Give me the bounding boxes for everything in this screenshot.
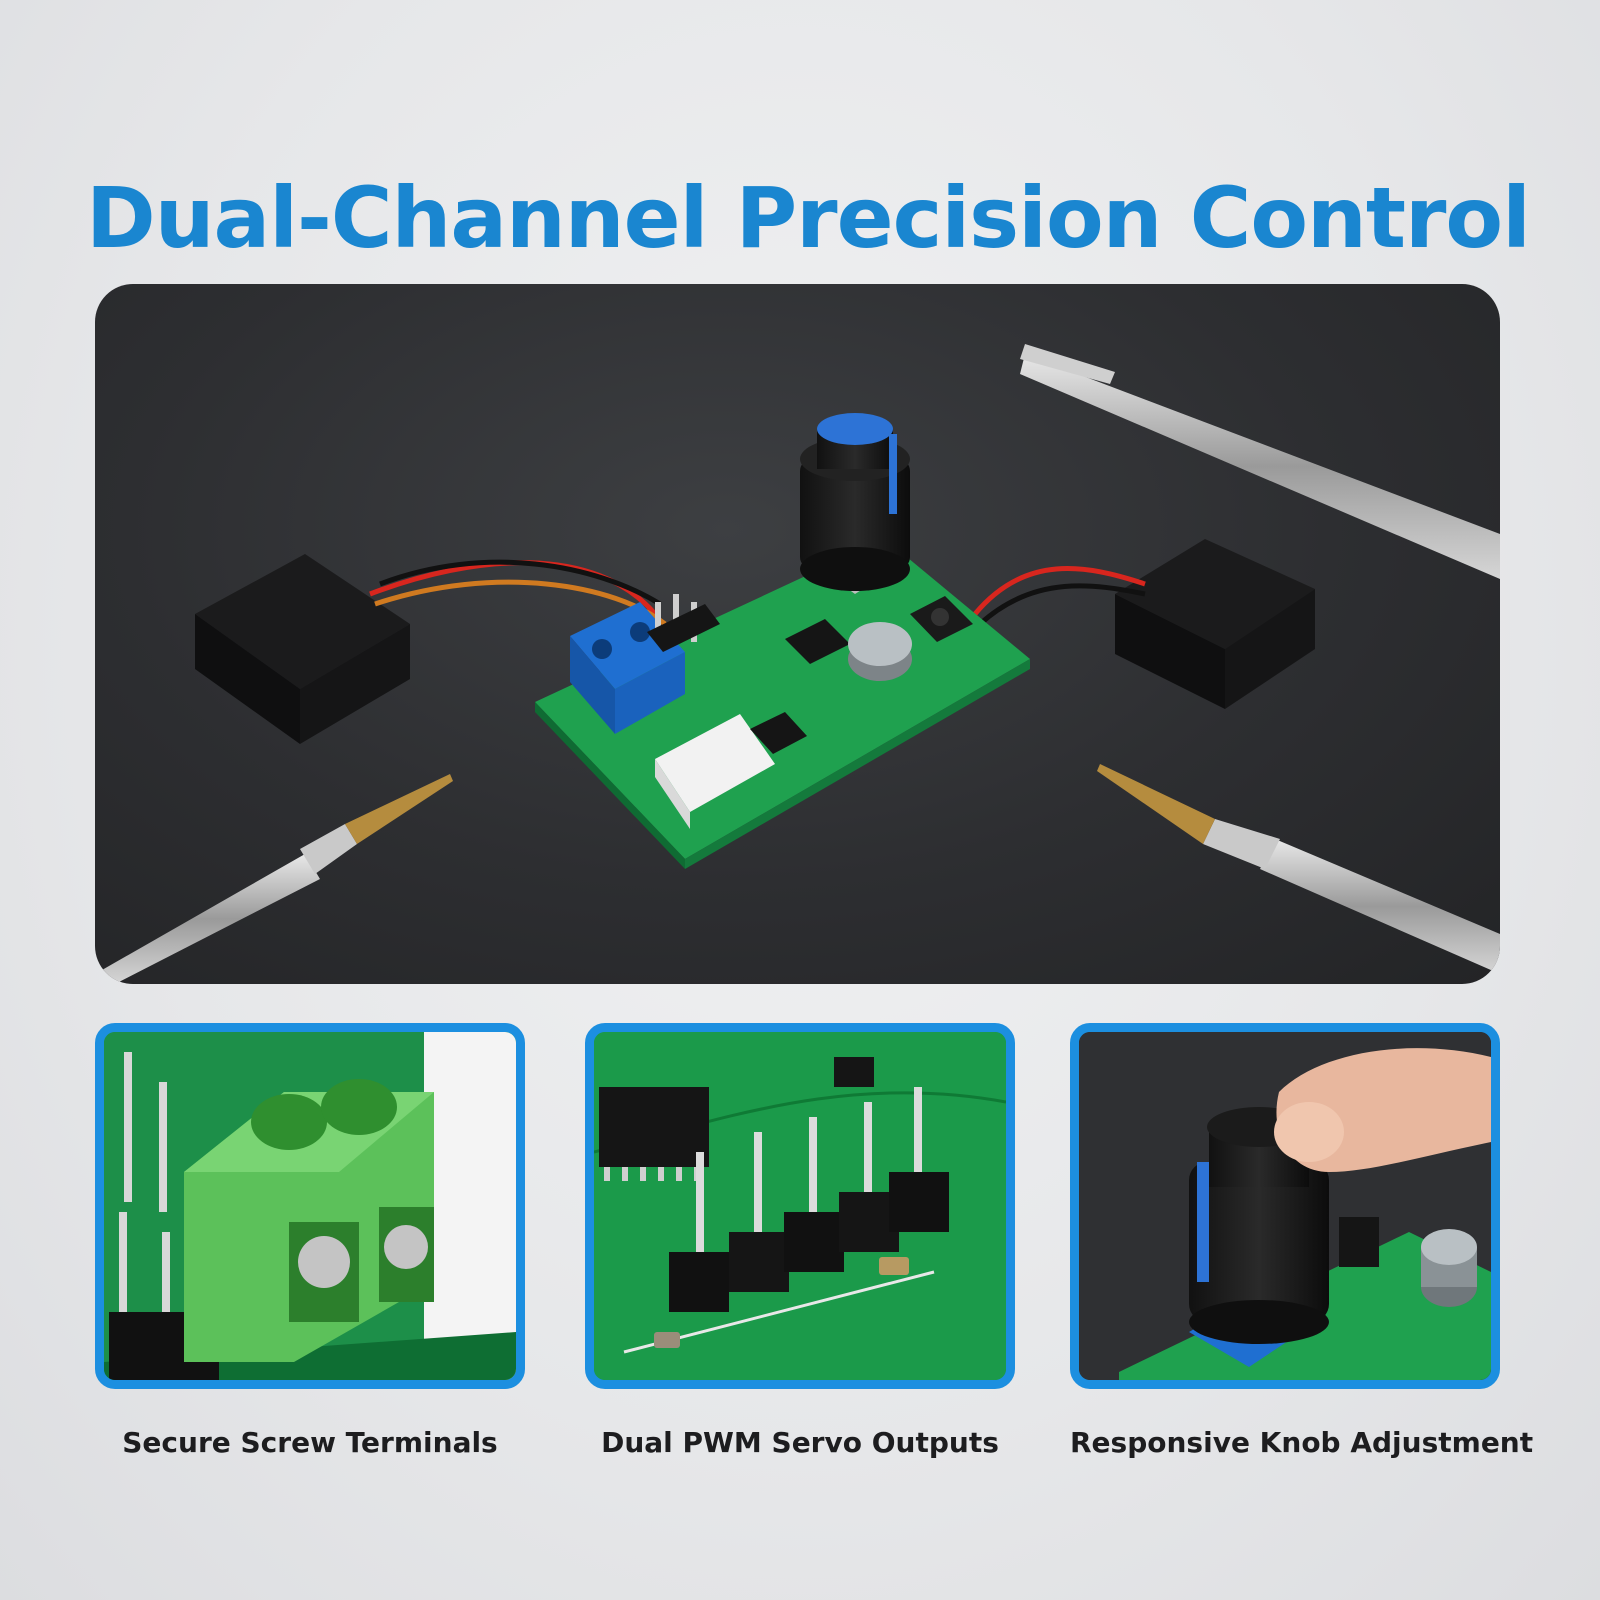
screwdriver-right-icon <box>1097 764 1500 974</box>
feature-caption: Dual PWM Servo Outputs <box>601 1426 999 1459</box>
feature-caption: Secure Screw Terminals <box>122 1426 498 1459</box>
knob-icon <box>1079 1032 1491 1380</box>
screw-terminal-icon <box>104 1032 516 1380</box>
screwdriver-left-icon <box>95 774 453 984</box>
feature-panel-pwm-outputs <box>585 1023 1015 1389</box>
tweezers-icon <box>1020 344 1500 579</box>
pin-header-icon <box>647 594 720 652</box>
feature-panel-screw-terminals <box>95 1023 525 1389</box>
pin-header-icon <box>594 1032 1006 1380</box>
pcb-board <box>535 413 1030 869</box>
servo-motor-right-icon <box>1115 539 1315 709</box>
servo-motor-left-icon <box>195 554 410 744</box>
hero-product-photo <box>95 284 1500 984</box>
knob-icon <box>800 413 910 594</box>
page-title: Dual-Channel Precision Control <box>86 169 1531 268</box>
feature-caption: Responsive Knob Adjustment <box>1070 1426 1534 1459</box>
feature-panel-knob-adjustment <box>1070 1023 1500 1389</box>
servo-driver-pcb-icon <box>95 344 1500 984</box>
